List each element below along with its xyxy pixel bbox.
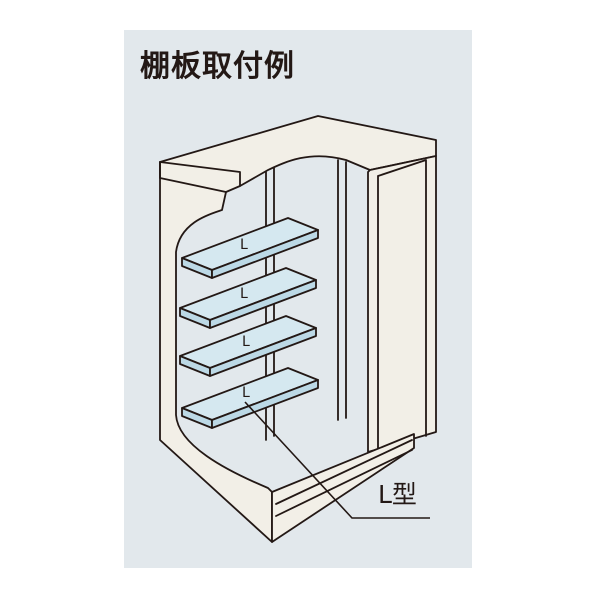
shelf-2 [179, 267, 317, 329]
callout-leader-line [244, 401, 430, 519]
shelf-3 [179, 315, 317, 377]
front-post [367, 155, 437, 453]
shelf-4-label: L [242, 385, 250, 401]
cabinet-left-wall [159, 161, 273, 543]
shelf-3-label: L [242, 334, 250, 350]
shelf-4 [181, 367, 319, 429]
floor-frame [271, 433, 415, 543]
figure-title: 棚板取付例 [140, 49, 295, 84]
shelf-type-label: L型 [378, 480, 417, 509]
shelf-1-label: L [240, 237, 248, 253]
shelf-2-label: L [240, 286, 248, 302]
back-post-right [337, 159, 347, 421]
shelf-1 [181, 217, 319, 279]
